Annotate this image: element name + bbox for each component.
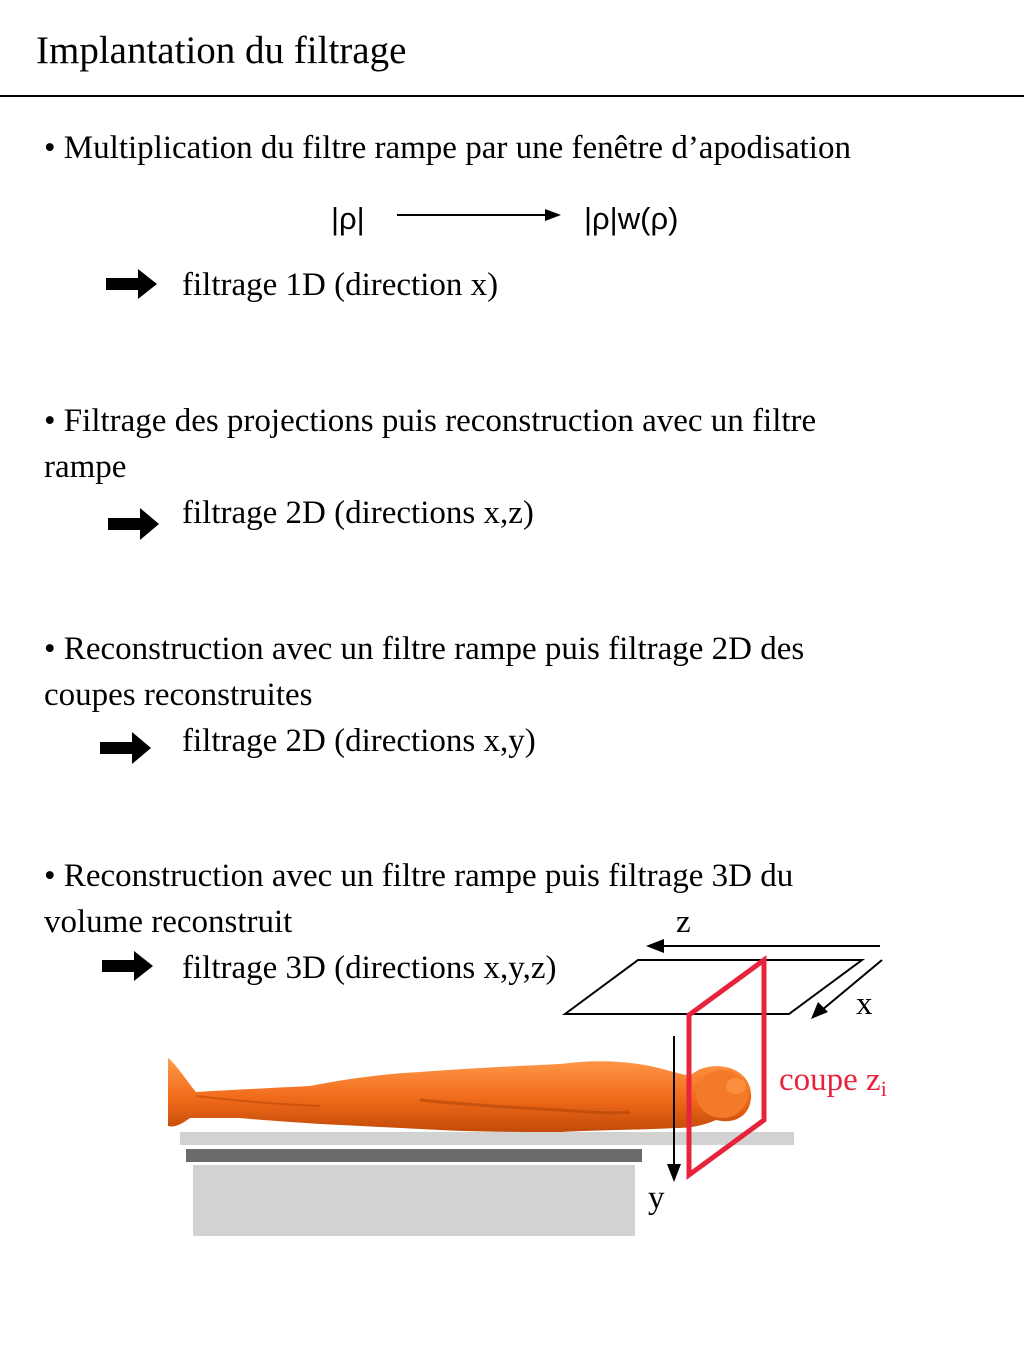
formula-left: |ρ| — [331, 201, 365, 236]
patient-figure — [168, 1058, 752, 1132]
table-base — [193, 1165, 635, 1236]
bullet-2-line-1: • Filtrage des projections puis reconstr… — [44, 403, 817, 439]
bullet-4-line-2: volume reconstruit — [44, 904, 293, 940]
bullet-3-line-2: coupes reconstruites — [44, 677, 313, 713]
y-axis-arrow-icon — [667, 1036, 681, 1182]
bullet-2-result: filtrage 2D (directions x,z) — [182, 495, 534, 531]
slice-label-subscript: i — [880, 1076, 887, 1101]
thin-arrow-right-icon — [397, 209, 561, 221]
bullet-4-result: filtrage 3D (directions x,y,z) — [182, 950, 557, 986]
bullet-1-text: • Multiplication du filtre rampe par une… — [44, 130, 851, 166]
bold-arrow-right-icon — [102, 951, 153, 981]
slice-label-text: coupe z — [779, 1062, 881, 1098]
x-axis-arrow-icon — [811, 959, 883, 1019]
title-divider — [0, 95, 1024, 97]
slice-label: coupe zi — [779, 1060, 887, 1100]
table-top — [180, 1132, 794, 1145]
axis-label-z: z — [676, 904, 691, 940]
bold-arrow-right-icon — [108, 508, 159, 540]
z-axis-arrow-icon — [646, 939, 880, 953]
page-title: Implantation du filtrage — [36, 29, 407, 72]
bold-arrow-right-icon — [106, 269, 157, 299]
formula-right: |ρ|w(ρ) — [584, 201, 679, 236]
bullet-4-line-1: • Reconstruction avec un filtre rampe pu… — [44, 858, 794, 894]
horizontal-plane — [561, 959, 866, 1015]
bullet-3-result: filtrage 2D (directions x,y) — [182, 723, 536, 759]
bullet-1-result: filtrage 1D (direction x) — [182, 267, 499, 303]
axis-label-x: x — [856, 986, 873, 1022]
table-rail — [186, 1149, 642, 1162]
bold-arrow-right-icon — [100, 732, 151, 764]
bullet-3-line-1: • Reconstruction avec un filtre rampe pu… — [44, 631, 805, 667]
axis-label-y: y — [648, 1180, 665, 1216]
bullet-2-line-2: rampe — [44, 449, 127, 485]
slice-zi — [686, 955, 767, 1180]
